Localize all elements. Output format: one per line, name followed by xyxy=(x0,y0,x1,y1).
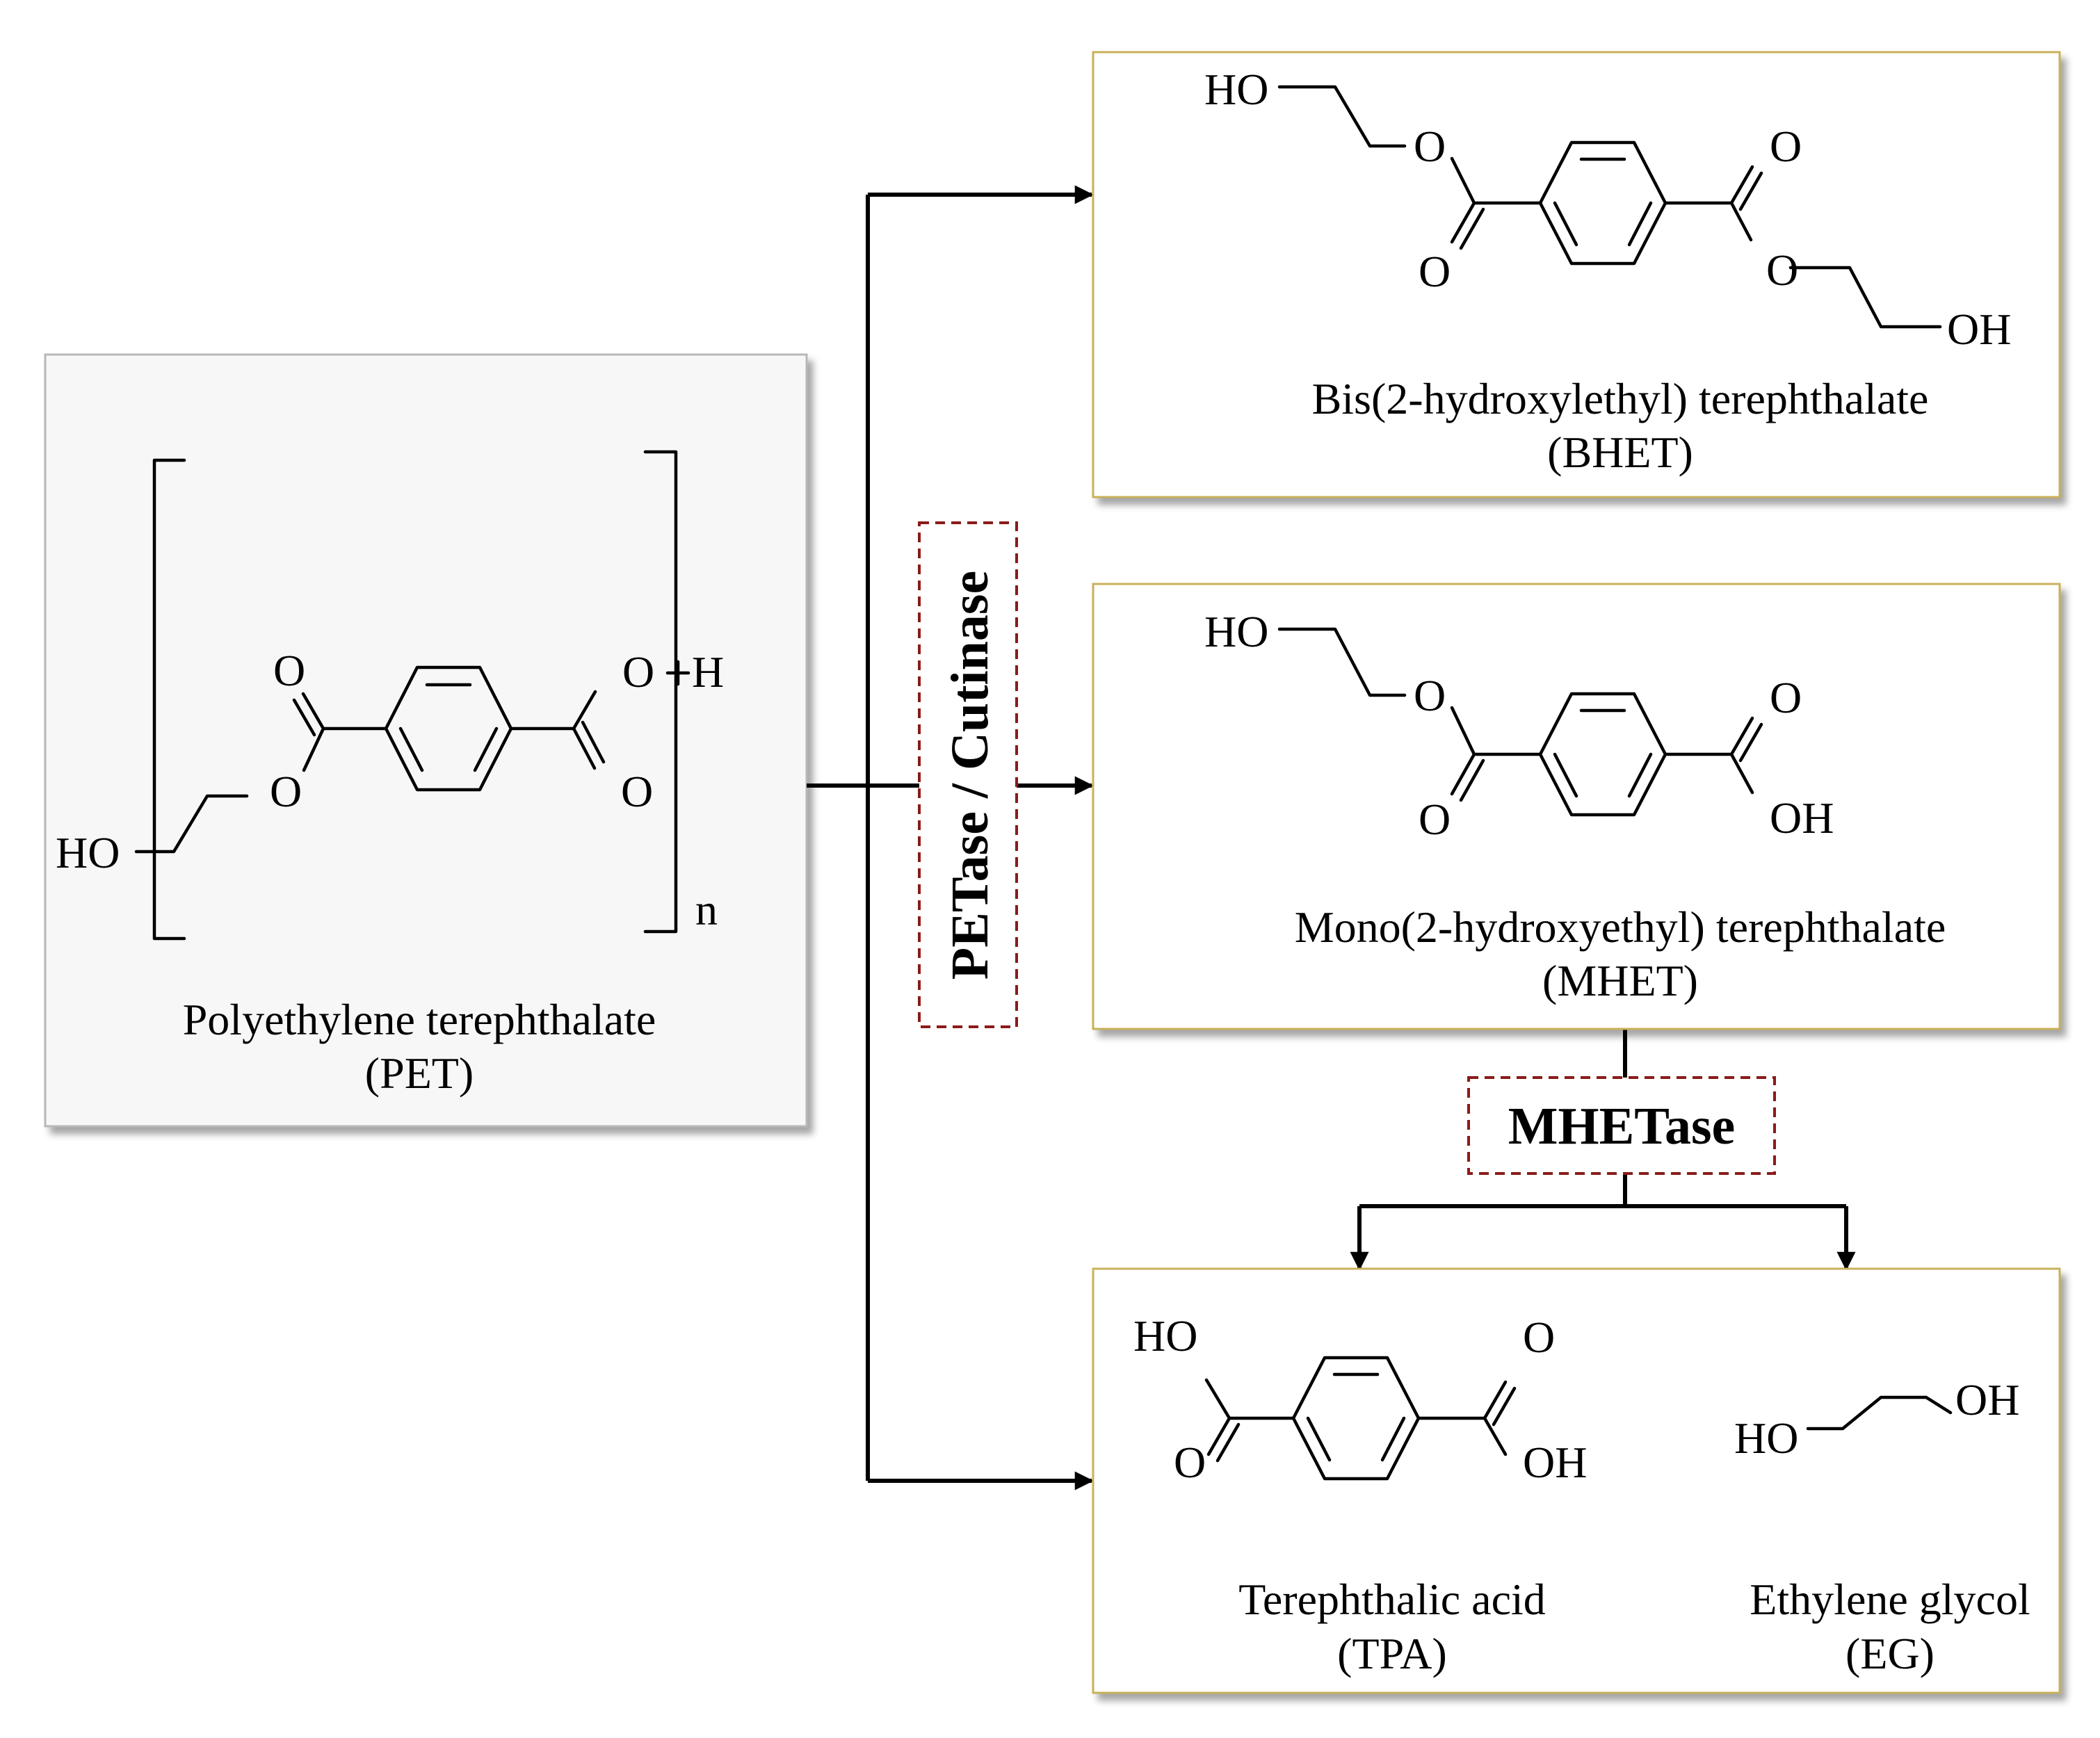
tpa-abbr: (TPA) xyxy=(1337,1629,1447,1678)
pet-atom-o-end: O xyxy=(622,647,654,697)
bhet-box xyxy=(1092,51,2061,498)
tpa-atom-ho: HO xyxy=(1133,1311,1197,1361)
petase-label: PETase / Cutinase xyxy=(941,571,999,980)
eg-abbr: (EG) xyxy=(1845,1629,1935,1678)
mhetase-box xyxy=(1467,1076,1776,1175)
eg-structure: HO OH xyxy=(1734,1375,2019,1463)
mhet-atom-oh: OH xyxy=(1770,793,1834,843)
bhet-atom-oh: OH xyxy=(1947,304,2011,354)
mhet-structure: HO O O O OH xyxy=(1204,607,1834,844)
mhet-panel: HO O O O OH Mono(2-hydroxyethyl) terepht… xyxy=(1092,583,2061,1030)
bhet-atom-o-carbonyl-2: O xyxy=(1770,122,1802,171)
mhet-atom-ho: HO xyxy=(1204,607,1268,656)
mhet-box xyxy=(1092,583,2061,1030)
pet-atom-h: H xyxy=(692,647,724,697)
pet-atom-o-carbonyl-1: O xyxy=(273,646,305,695)
bhet-atom-o-carbonyl-1: O xyxy=(1419,247,1451,296)
eg-atom-oh: OH xyxy=(1955,1375,2019,1424)
pet-box xyxy=(44,353,808,1128)
tpa-name: Terephthalic acid xyxy=(1238,1575,1546,1624)
pet-atom-ho: HO xyxy=(56,828,120,877)
mhet-abbr: (MHET) xyxy=(1542,956,1698,1005)
enzyme-mhetase: MHETase xyxy=(1467,1076,1776,1175)
mhet-name: Mono(2-hydroxyethyl) terephthalate xyxy=(1295,902,1946,952)
bhet-atom-o-ester-1: O xyxy=(1414,122,1446,171)
pet-name: Polyethylene terephthalate xyxy=(183,995,656,1044)
bhet-abbr: (BHET) xyxy=(1547,428,1693,477)
pet-structure: HO O O O O H n xyxy=(56,450,724,941)
eg-atom-ho: HO xyxy=(1734,1413,1798,1463)
pet-atom-o-carbonyl-2: O xyxy=(621,767,653,816)
tpa-eg-box xyxy=(1092,1267,2061,1694)
bhet-atom-ho: HO xyxy=(1204,65,1268,114)
tpa-structure: HO O O OH xyxy=(1133,1311,1587,1487)
bhet-structure: HO O O O O OH xyxy=(1204,65,2011,354)
tpa-atom-o-carbonyl-2: O xyxy=(1523,1313,1555,1362)
tpa-eg-panel: HO O O OH Terephthalic acid (TPA) HO OH … xyxy=(1092,1267,2061,1694)
pet-repeat-n: n xyxy=(695,885,718,934)
tpa-atom-oh: OH xyxy=(1523,1438,1587,1487)
mhet-atom-o-ester: O xyxy=(1414,671,1446,720)
pathway-connectors xyxy=(807,185,1856,1491)
mhetase-label: MHETase xyxy=(1508,1097,1736,1155)
pet-abbr: (PET) xyxy=(365,1048,474,1098)
pet-atom-o-ester: O xyxy=(270,767,302,816)
bhet-atom-o-ester-2: O xyxy=(1766,245,1798,295)
mhet-atom-o-carbonyl-1: O xyxy=(1419,795,1451,844)
bhet-name: Bis(2-hydroxylethyl) terephthalate xyxy=(1312,374,1929,423)
eg-name: Ethylene glycol xyxy=(1750,1575,2030,1624)
pet-panel: HO O O O O H n Polyethylene terephthalat… xyxy=(44,353,808,1128)
bhet-panel: HO O O O O OH Bis(2-hydroxylethyl) terep… xyxy=(1092,51,2061,498)
tpa-atom-o-carbonyl-1: O xyxy=(1174,1438,1206,1487)
mhet-atom-o-carbonyl-2: O xyxy=(1770,673,1802,722)
petase-box xyxy=(918,521,1018,1028)
enzyme-petase: PETase / Cutinase xyxy=(918,521,1018,1028)
